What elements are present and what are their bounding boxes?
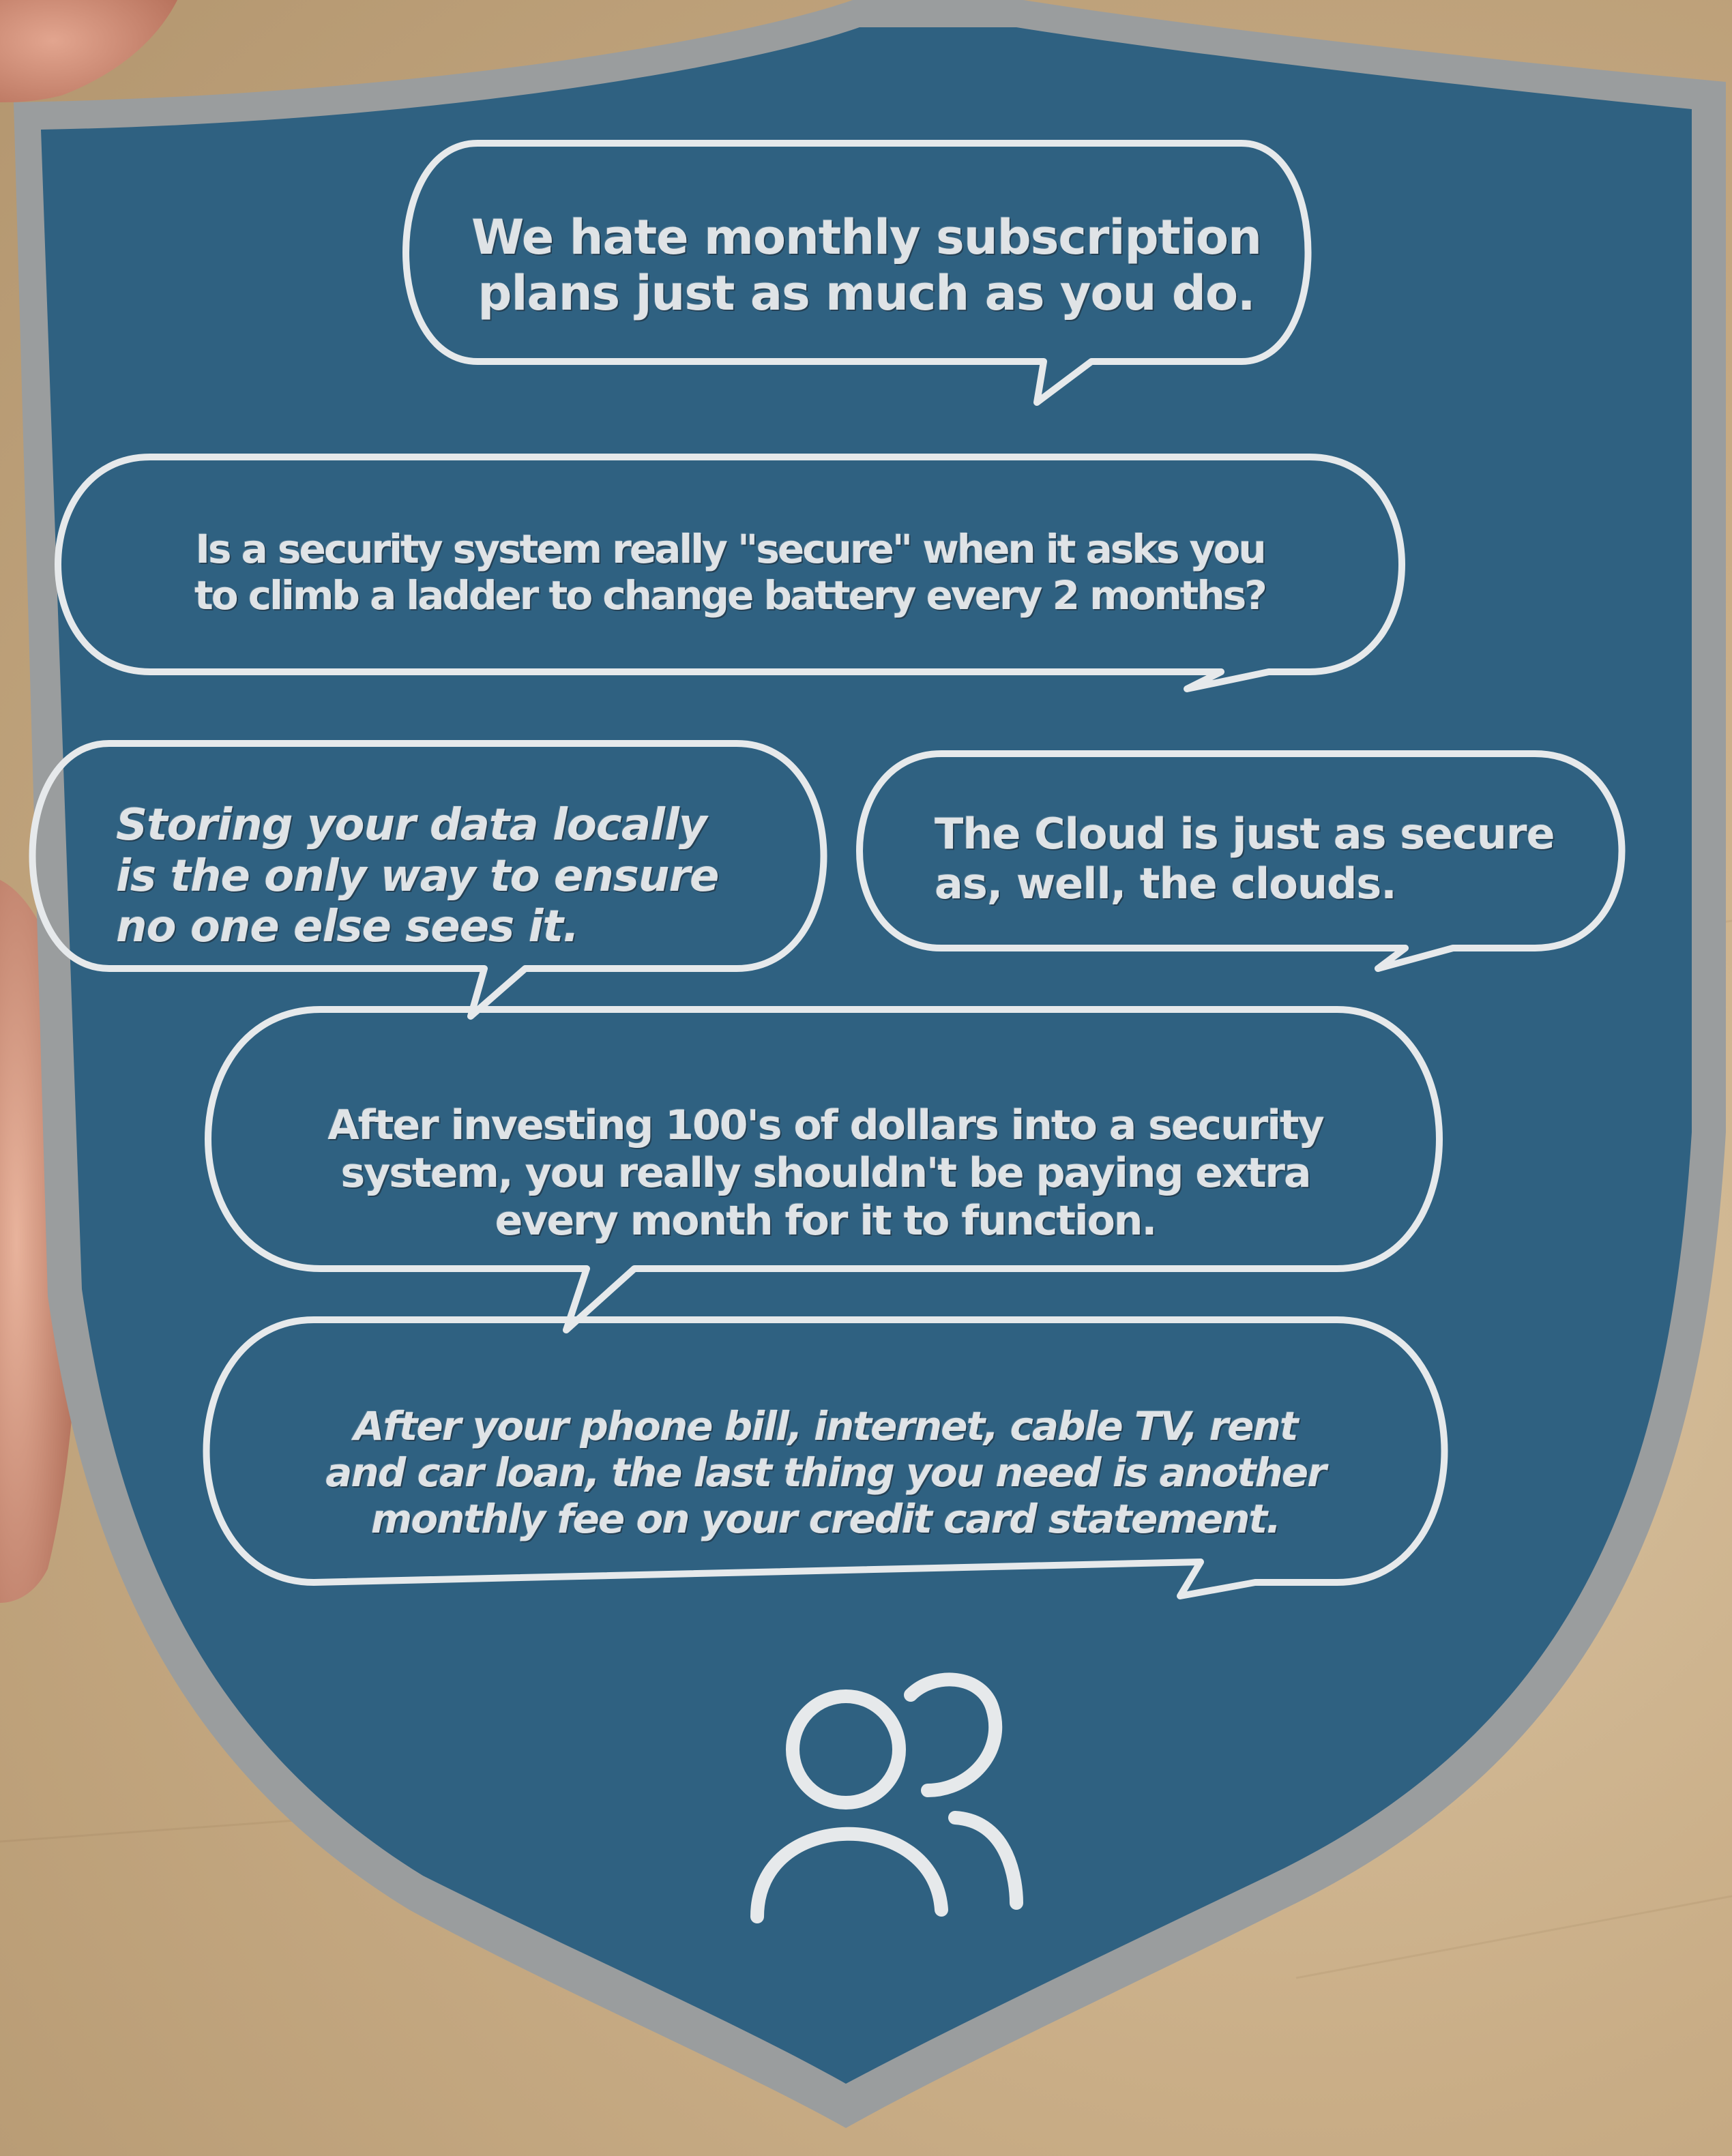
bubble-1-outline [402,140,1312,406]
bubble-subscription-text: We hate monthly subscription plans just … [471,209,1262,321]
finger-top [0,0,177,102]
bubble-2-outline [55,454,1405,692]
shield-face [41,27,1692,2084]
bubble-4-outline [856,750,1626,972]
bubble-local-storage-text: Storing your data locally is the only wa… [116,799,719,953]
users-icon [750,1672,1023,1923]
bubble-investment-text: After investing 100's of dollars into a … [327,1101,1325,1245]
bubble-3-outline [29,740,827,1020]
bubble-monthly-fee-text: After your phone bill, internet, cable T… [325,1403,1326,1542]
bubble-battery-text: Is a security system really "secure" whe… [194,526,1267,619]
bubble-5-outline [205,1006,1443,1333]
bubble-6-outline [203,1316,1448,1599]
bubble-cloud-text: The Cloud is just as secure as, well, th… [935,809,1555,909]
